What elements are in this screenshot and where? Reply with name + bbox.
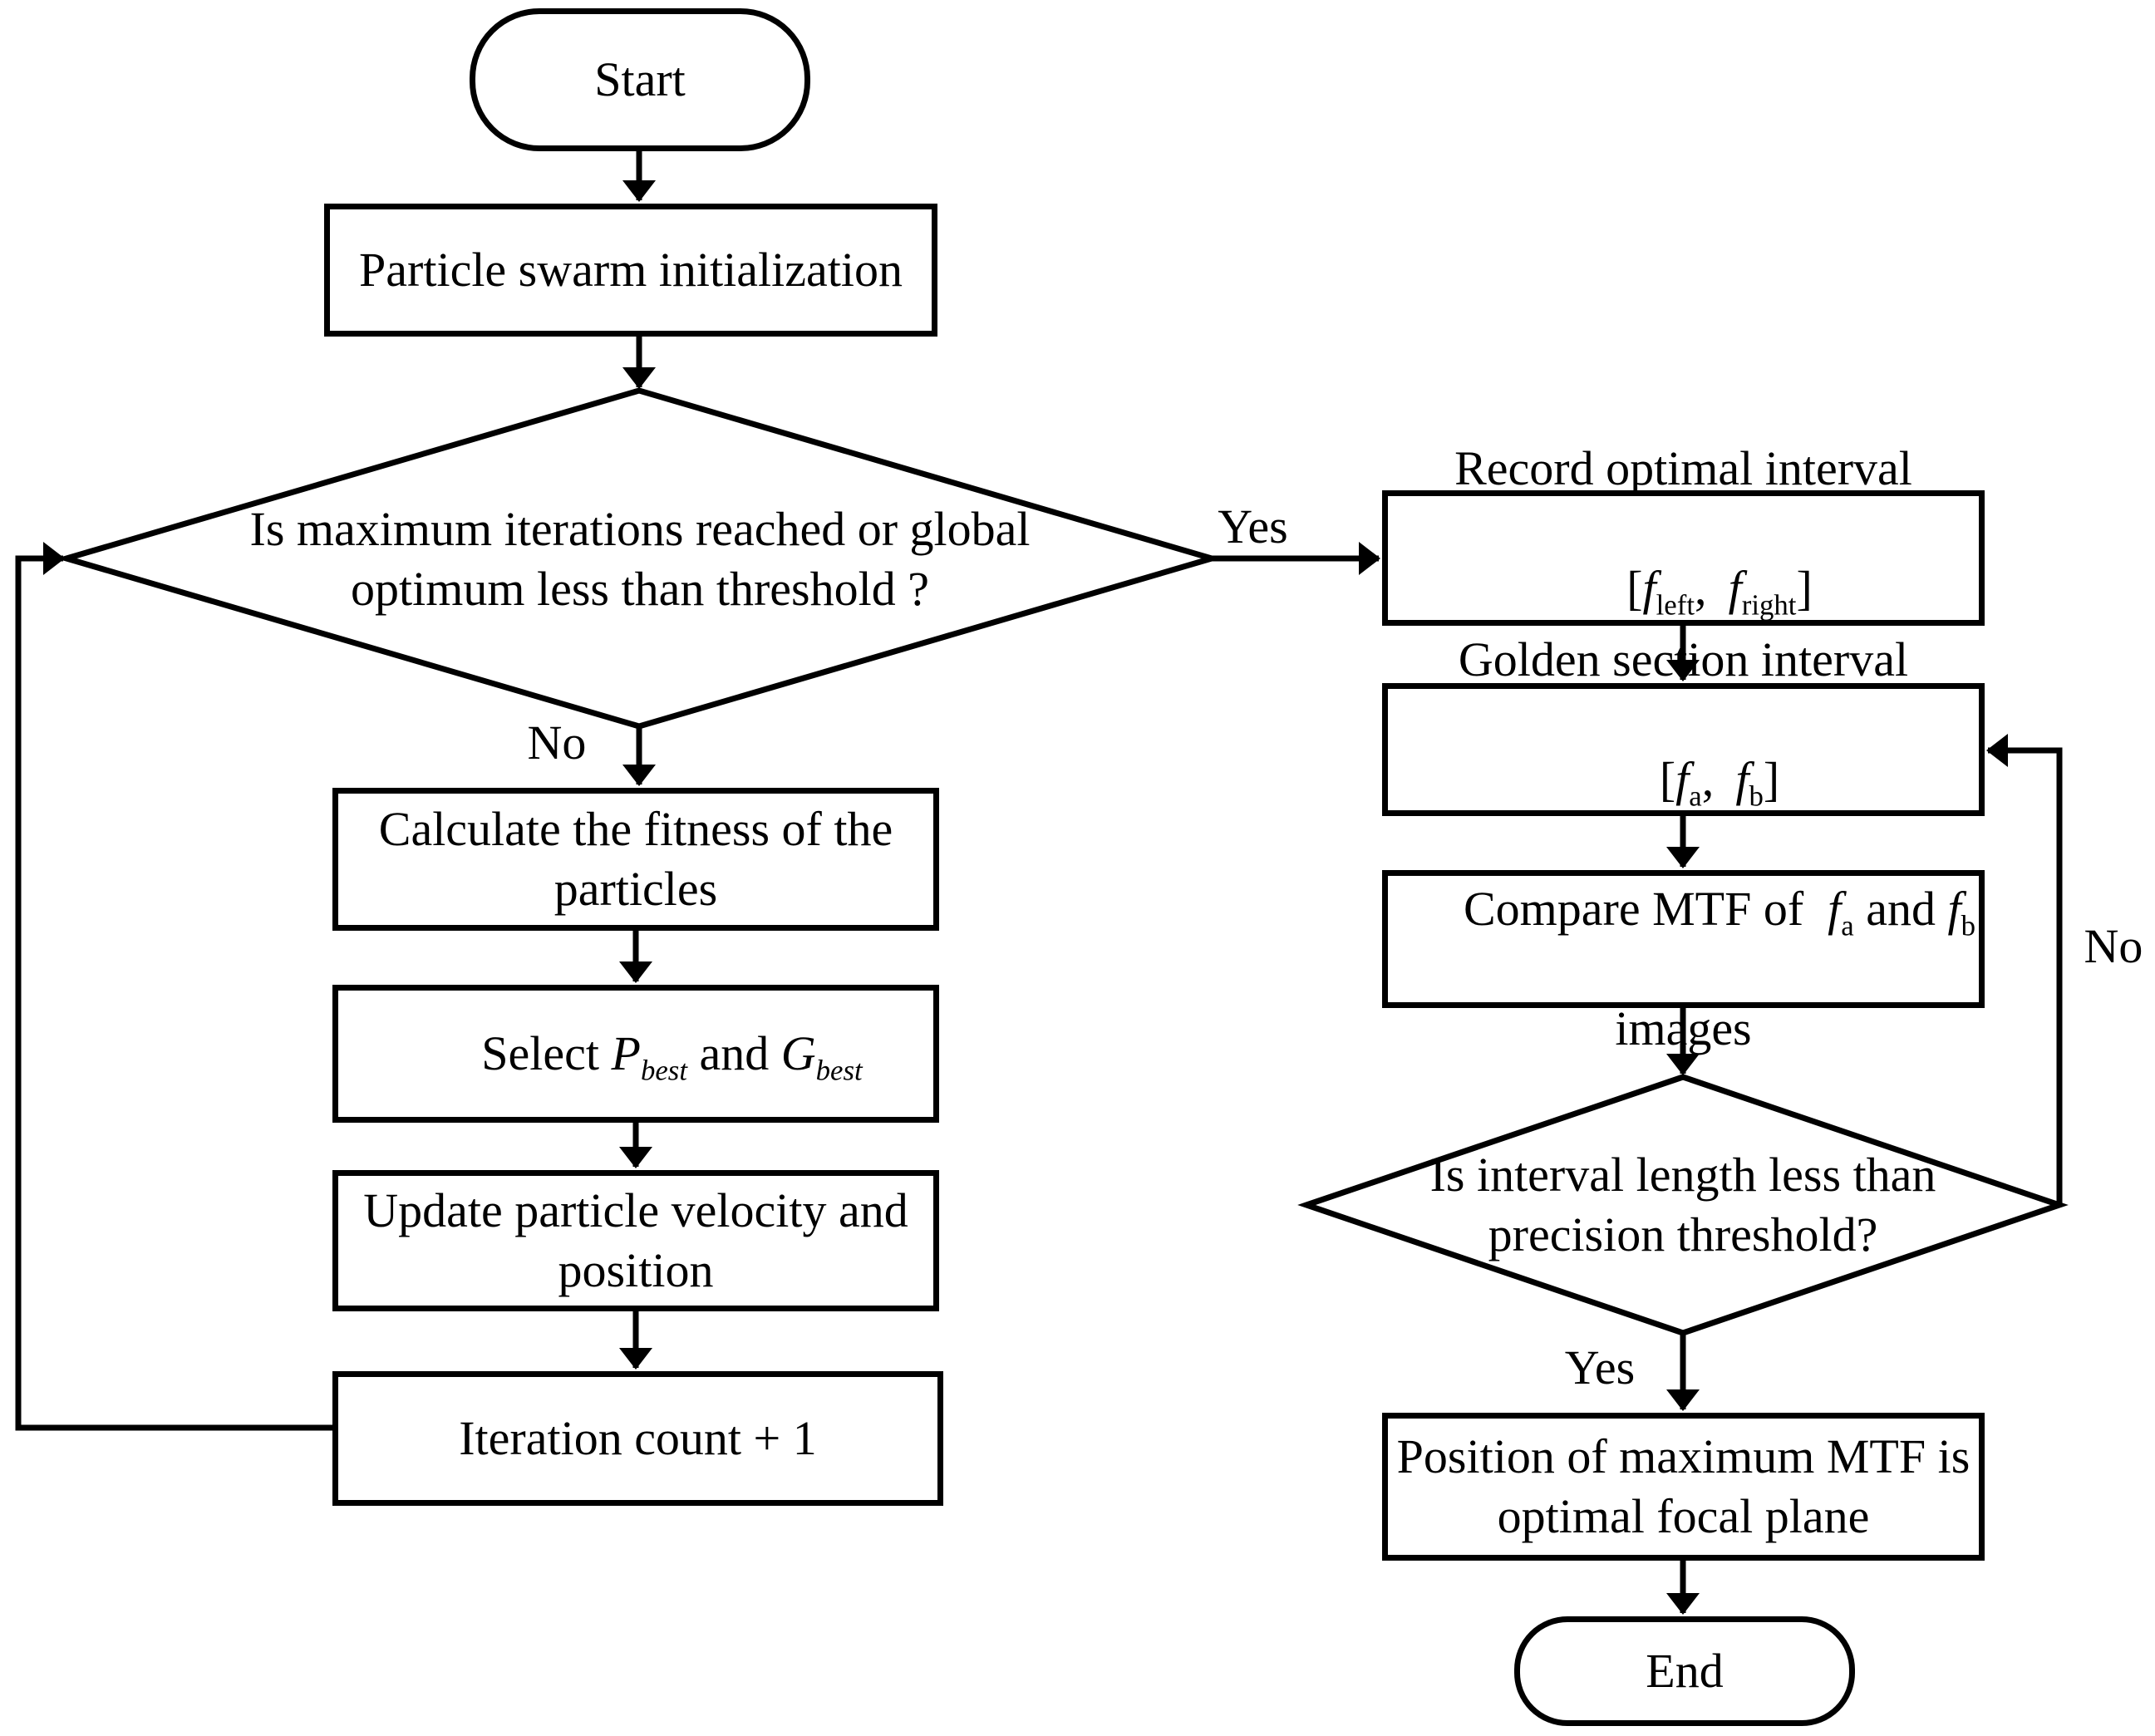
compare-line2: images: [1615, 1001, 1752, 1055]
golden-line1: Golden section interval: [1458, 632, 1909, 687]
record-line1: Record optimal interval: [1454, 440, 1912, 495]
compare-mtf-node: Compare MTF of fa and fb images: [1382, 870, 1985, 1055]
gbest-subscript: best: [815, 1054, 863, 1087]
record-line2: [fleft,fright]: [1554, 499, 1813, 678]
decision2-yes-label: Yes: [1564, 1340, 1636, 1394]
f-b-subscript: b: [1749, 779, 1764, 813]
pbest-symbol: P: [611, 1026, 641, 1081]
golden-section-node: Golden section interval [fa,fb]: [1382, 632, 1985, 816]
compare-and: and: [1853, 882, 1948, 937]
decision1-line2: optimum less than threshold ?: [351, 561, 929, 616]
update-line1: Update particle velocity and: [363, 1183, 908, 1238]
compare-f-b-subscript: b: [1961, 909, 1976, 942]
decision2-text: Is interval length less than precision t…: [1371, 1118, 1995, 1292]
select-best-text: Select Pbest and Gbest: [409, 964, 862, 1143]
gbest-symbol: G: [780, 1026, 816, 1081]
golden-open-bracket: [: [1659, 752, 1676, 806]
start-label: Start: [594, 52, 686, 107]
decision1-yes-label: Yes: [1218, 499, 1288, 553]
position-line2: optimal focal plane: [1497, 1489, 1870, 1543]
end-label: End: [1646, 1644, 1724, 1699]
compare-f-b-symbol: f: [1947, 882, 1961, 937]
compare-line1: Compare MTF of fa and fb: [1391, 819, 1975, 999]
optimal-focal-plane-node: Position of maximum MTF is optimal focal…: [1382, 1413, 1985, 1561]
golden-comma: ,: [1701, 752, 1715, 806]
compare-f-a-subscript: a: [1841, 909, 1854, 942]
record-interval-node: Record optimal interval [fleft,fright]: [1382, 441, 1985, 626]
update-line2: position: [558, 1243, 714, 1297]
iteration-count-label: Iteration count + 1: [459, 1411, 817, 1466]
calc-line1: Calculate the fitness of the: [378, 802, 893, 857]
select-prefix: Select: [481, 1026, 612, 1081]
f-left-symbol: f: [1642, 560, 1656, 615]
decision2-no-label: No: [2084, 919, 2143, 973]
record-close-bracket: ]: [1796, 560, 1813, 615]
decision1-no-label: No: [527, 716, 587, 770]
record-comma: ,: [1695, 560, 1707, 615]
compare-f-a-symbol: f: [1828, 882, 1842, 937]
position-line1: Position of maximum MTF is: [1396, 1429, 1970, 1484]
f-right-symbol: f: [1728, 560, 1742, 615]
update-node: Update particle velocity and position: [332, 1170, 939, 1311]
f-a-symbol: f: [1675, 752, 1690, 806]
record-open-bracket: [: [1626, 560, 1643, 615]
decision2-line1: Is interval length less than: [1429, 1148, 1936, 1202]
pbest-subscript: best: [640, 1054, 687, 1087]
select-and: and: [687, 1026, 781, 1081]
loop-decision2-no-to-golden: [1986, 734, 2063, 1205]
select-best-node: Select Pbest and Gbest: [332, 985, 939, 1123]
f-right-subscript: right: [1741, 588, 1797, 622]
calc-fitness-node: Calculate the fitness of the particles: [332, 788, 939, 931]
f-a-subscript: a: [1689, 779, 1702, 813]
iteration-count-node: Iteration count + 1: [332, 1371, 943, 1506]
f-left-subscript: left: [1656, 588, 1695, 622]
init-label: Particle swarm initialization: [359, 243, 903, 298]
golden-close-bracket: ]: [1763, 752, 1780, 806]
compare-prefix: Compare MTF of: [1463, 882, 1828, 937]
calc-line2: particles: [554, 862, 718, 916]
decision2-line2: precision threshold?: [1488, 1207, 1878, 1261]
init-node: Particle swarm initialization: [324, 204, 937, 337]
start-node: Start: [470, 8, 810, 151]
f-b-symbol: f: [1735, 752, 1749, 806]
decision1-text: Is maximum iterations reached or global …: [166, 470, 1114, 648]
loop-iter-to-decision1: [15, 542, 332, 1431]
golden-line2: [fa,fb]: [1587, 690, 1779, 869]
decision1-line1: Is maximum iterations reached or global: [249, 501, 1031, 556]
end-node: End: [1514, 1616, 1855, 1726]
